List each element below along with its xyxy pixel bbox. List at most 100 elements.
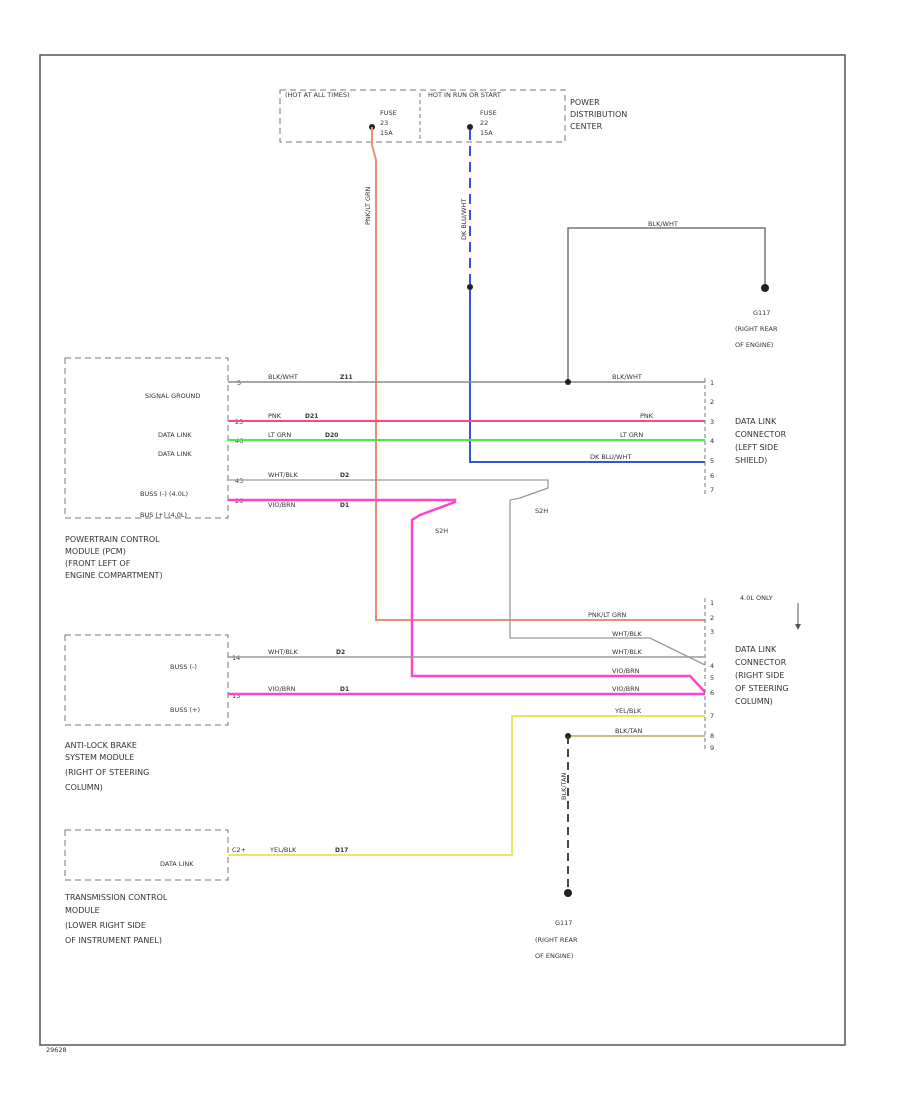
dlc-left-pin-7: 7 bbox=[710, 486, 714, 494]
dlc-left-pin-6: 6 bbox=[710, 472, 714, 480]
fuse-22-label: FUSE bbox=[480, 109, 497, 117]
pcm-bus-minus-label: BUS (+) (4.0L) bbox=[140, 511, 187, 519]
abs-name-1: ANTI-LOCK BRAKE bbox=[65, 741, 137, 750]
circuit-d1-abs: D1 bbox=[340, 686, 349, 693]
splice-s2h-1: S2H bbox=[435, 527, 448, 535]
pdc-dashed-box bbox=[279, 89, 566, 143]
fuse-22-rating: 15A bbox=[480, 129, 493, 137]
wire-label-lt-grn-right: LT GRN bbox=[620, 431, 643, 439]
circuit-d2-pcm: D2 bbox=[340, 472, 349, 479]
splice-blk-wht bbox=[565, 379, 571, 385]
tcm-name-4: OF INSTRUMENT PANEL) bbox=[65, 936, 162, 945]
pcm-data-link-2-label: DATA LINK bbox=[158, 450, 192, 458]
dlc-right-pin-1: 1 bbox=[710, 599, 714, 607]
dlc-left-pin-3: 3 bbox=[710, 418, 714, 426]
pcm-pin-signal-ground: 5 bbox=[237, 379, 241, 387]
abs-pin-bus-plus: 14 bbox=[232, 654, 240, 662]
wire-label-wht-blk-1: WHT/BLK bbox=[612, 630, 643, 638]
dlc-left-pin-4: 4 bbox=[710, 437, 714, 445]
power-distribution-center: (HOT AT ALL TIMES) HOT IN RUN OR START F… bbox=[279, 89, 627, 143]
abs-bus-plus-label: BUSS (-) bbox=[170, 663, 197, 671]
dlc-right-connector: 1 2 3 4 5 6 7 8 9 DATA LINK CONNECTOR (R… bbox=[704, 594, 801, 752]
wire-label-blk-wht-top: BLK/WHT bbox=[648, 220, 678, 228]
wire-label-wht-blk-abs: WHT/BLK bbox=[268, 648, 299, 656]
pcm-name-2: MODULE (PCM) bbox=[65, 547, 126, 556]
dk-blu-wht-connector bbox=[467, 284, 473, 290]
wire-label-pnk-lt-grn: PNK/LT GRN bbox=[364, 186, 372, 225]
dlc-right-pin-4: 4 bbox=[710, 662, 714, 670]
circuit-d2-abs: D2 bbox=[336, 649, 345, 656]
wire-label-yel-blk-tcm: YEL/BLK bbox=[269, 846, 297, 854]
dlc-right-name-1: DATA LINK bbox=[735, 645, 777, 654]
dlc-right-pin-7: 7 bbox=[710, 712, 714, 720]
abs-pin-bus-minus: 13 bbox=[232, 692, 240, 700]
fuse-23-number: 23 bbox=[380, 119, 388, 127]
abs-box bbox=[64, 634, 229, 726]
dlc-left-name-3: (LEFT SIDE bbox=[735, 443, 778, 452]
fuse-22-number: 22 bbox=[480, 119, 488, 127]
circuit-z11: Z11 bbox=[340, 374, 353, 381]
dlc-right-pin-8: 8 bbox=[710, 732, 714, 740]
dlc-right-pin-5: 5 bbox=[710, 674, 714, 682]
ground-g117-bottom-loc2: OF ENGINE) bbox=[535, 952, 573, 960]
wire-label-yel-blk-1: YEL/BLK bbox=[614, 707, 642, 715]
ground-g117-top-loc1: (RIGHT REAR bbox=[735, 325, 778, 333]
circuit-d21: D21 bbox=[305, 413, 318, 420]
wire-label-pnk-left: PNK bbox=[268, 412, 282, 420]
pcm-signal-ground-label: SIGNAL GROUND bbox=[145, 392, 200, 400]
wire-label-blk-tan: BLK/TAN bbox=[615, 727, 642, 735]
pcm-data-link-1-label: DATA LINK bbox=[158, 431, 192, 439]
wire-label-pnk-lt-grn-lower: PNK/LT GRN bbox=[588, 611, 627, 619]
wire-vio-brn-pcm bbox=[228, 498, 706, 693]
dlc-left-pin-5: 5 bbox=[710, 457, 714, 465]
abs-name-4: COLUMN) bbox=[65, 783, 103, 792]
dlc-left-name-1: DATA LINK bbox=[735, 417, 777, 426]
fuse-23-rating: 15A bbox=[380, 129, 393, 137]
tcm-box bbox=[64, 829, 229, 881]
pcm-pin-bus-plus: 43 bbox=[235, 477, 243, 485]
pdc-name-2: DISTRIBUTION bbox=[570, 110, 627, 119]
abs-name-3: (RIGHT OF STEERING bbox=[65, 768, 149, 777]
ground-g117-bottom-id: G117 bbox=[555, 919, 572, 927]
diagram-code: 29628 bbox=[46, 1046, 67, 1054]
note-arrow-head bbox=[795, 624, 801, 630]
wire-yel-blk bbox=[228, 715, 705, 856]
wire-dk-blu-wht-lower bbox=[469, 290, 705, 463]
abs-bus-minus-label: BUSS (+) bbox=[170, 706, 200, 714]
dlc-left-name-4: SHIELD) bbox=[735, 456, 767, 465]
wire-label-dk-blu-wht: DK BLU/WHT bbox=[460, 199, 468, 240]
circuit-d17: D17 bbox=[335, 847, 348, 854]
tcm-name-1: TRANSMISSION CONTROL bbox=[64, 893, 168, 902]
tcm-pin-data-link: C2+ bbox=[232, 846, 246, 854]
wire-label-vio-brn-1: VIO/BRN bbox=[612, 667, 640, 675]
dlc-left-connector: 1 2 3 4 5 6 7 DATA LINK CONNECTOR (LEFT … bbox=[704, 378, 787, 495]
dlc-right-note: 4.0L ONLY bbox=[740, 594, 773, 602]
ground-g117-top-symbol bbox=[761, 284, 769, 292]
dlc-right-pin-2: 2 bbox=[710, 614, 714, 622]
wire-label-dk-blu-wht-right: DK BLU/WHT bbox=[590, 453, 631, 461]
tcm-name-2: MODULE bbox=[65, 906, 100, 915]
dlc-left-pin-2: 2 bbox=[710, 398, 714, 406]
dlc-right-name-2: CONNECTOR bbox=[735, 658, 787, 667]
dlc-right-name-4: OF STEERING bbox=[735, 684, 789, 693]
wire-label-wht-blk-2: WHT/BLK bbox=[612, 648, 643, 656]
wire-blk-wht-ground-top bbox=[567, 227, 766, 382]
wire-label-wht-blk-pcm: WHT/BLK bbox=[268, 471, 299, 479]
wire-wht-blk-pcm bbox=[228, 479, 706, 666]
wire-label-vio-brn-abs: VIO/BRN bbox=[268, 685, 296, 693]
pcm-name-3: (FRONT LEFT OF bbox=[65, 559, 131, 568]
diagram-frame bbox=[39, 54, 846, 1046]
dlc-right-name-5: COLUMN) bbox=[735, 697, 773, 706]
wire-label-blk-tan-vert: BLK/TAN bbox=[560, 773, 568, 800]
pdc-name-1: POWER bbox=[570, 98, 600, 107]
pcm-name-4: ENGINE COMPARTMENT) bbox=[65, 571, 163, 580]
dlc-left-name-2: CONNECTOR bbox=[735, 430, 787, 439]
dlc-right-name-3: (RIGHT SIDE bbox=[735, 671, 784, 680]
pdc-name-3: CENTER bbox=[570, 122, 603, 131]
circuit-d1-pcm: D1 bbox=[340, 502, 349, 509]
wire-label-vio-brn-pcm: VIO/BRN bbox=[268, 501, 296, 509]
tcm-data-link-label: DATA LINK bbox=[160, 860, 194, 868]
wire-pnk-lt-grn bbox=[371, 127, 705, 621]
wire-label-blk-wht-right: BLK/WHT bbox=[612, 373, 642, 381]
